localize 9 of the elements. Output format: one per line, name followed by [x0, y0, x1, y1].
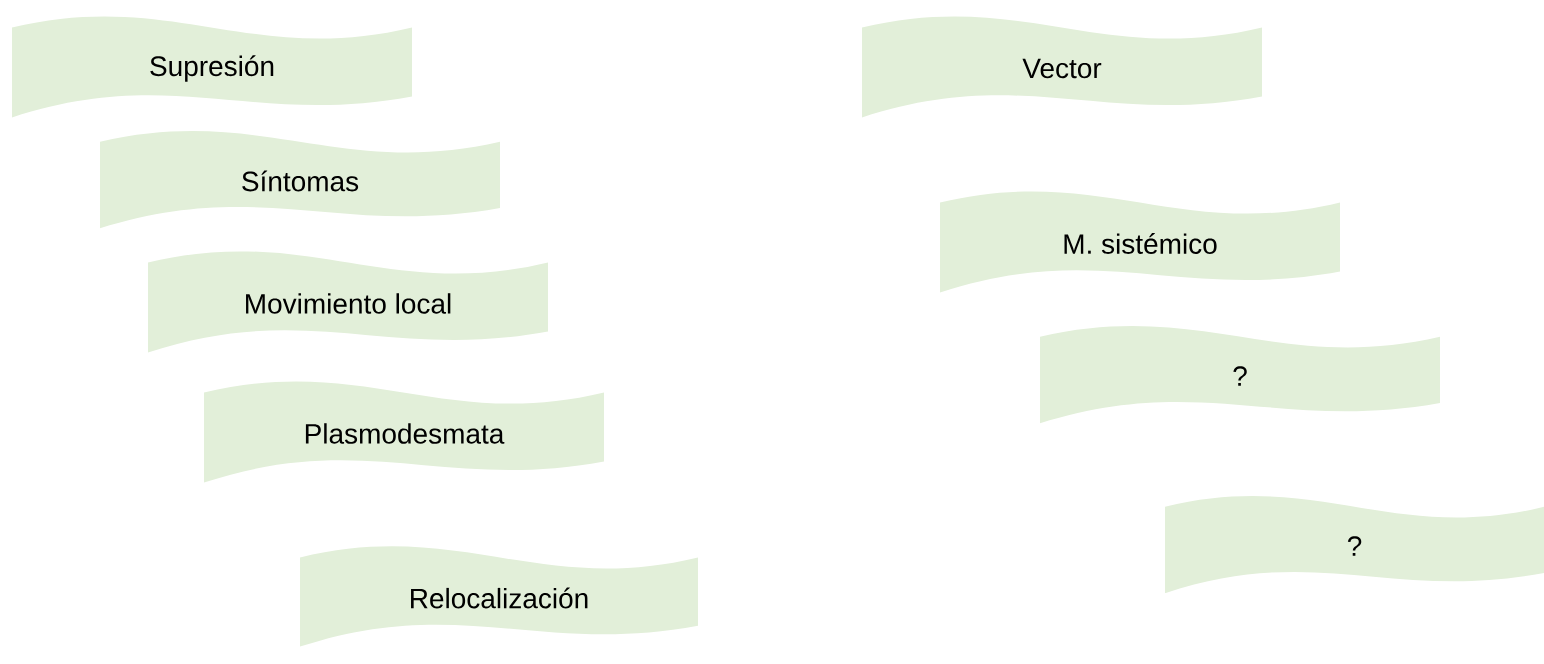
wave-banner: Vector: [862, 16, 1262, 118]
wave-banner: Plasmodesmata: [204, 381, 604, 483]
wave-banner: Síntomas: [100, 131, 500, 229]
wave-banner: Supresión: [12, 16, 412, 118]
wave-banner: ?: [1040, 326, 1440, 424]
wave-banner: ?: [1165, 496, 1544, 594]
wave-banner: M. sistémico: [940, 191, 1340, 293]
wave-banner: Movimiento local: [148, 251, 548, 353]
wave-banner: Relocalización: [300, 546, 698, 647]
